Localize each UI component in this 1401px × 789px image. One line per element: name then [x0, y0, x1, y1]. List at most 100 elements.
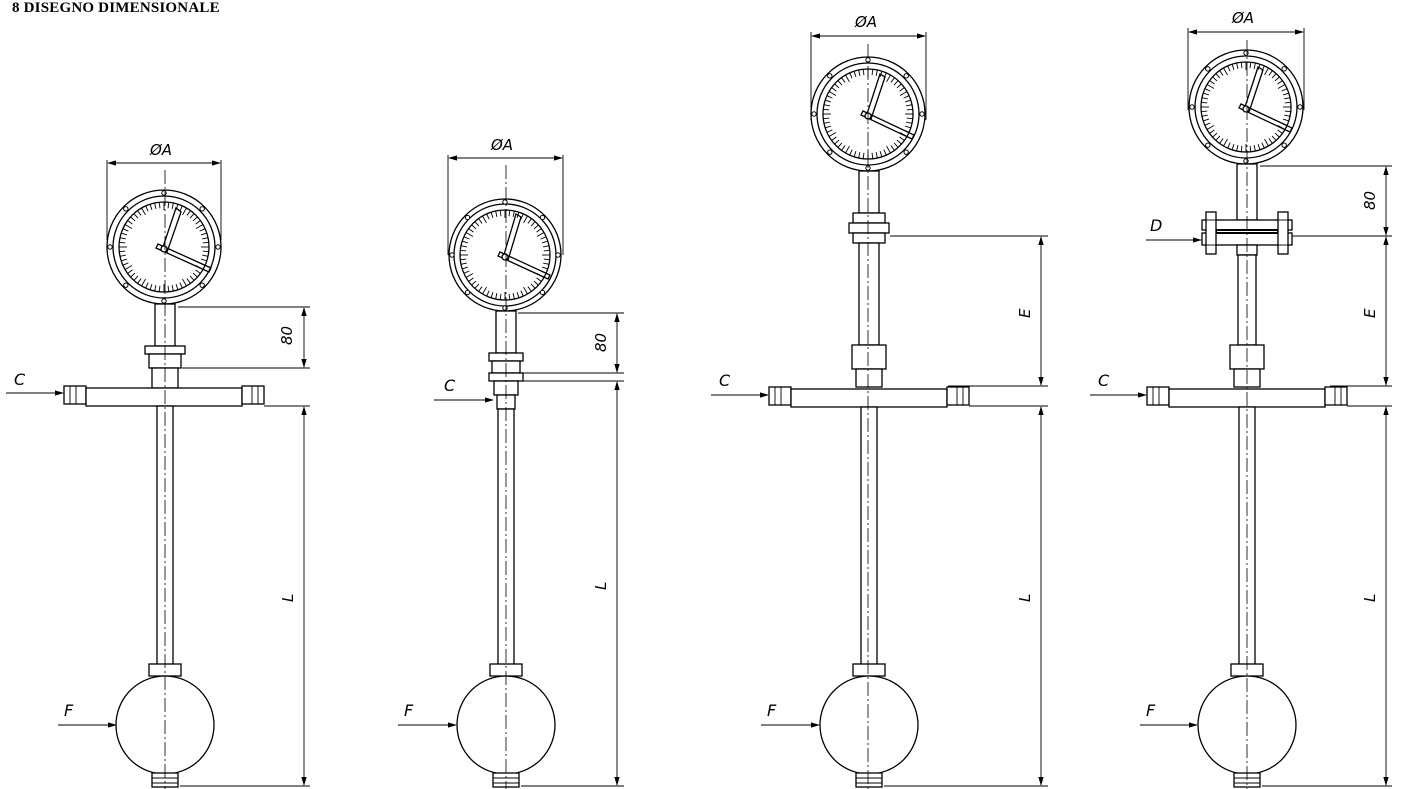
- gauge-tick: [130, 272, 136, 278]
- gauge-tick: [906, 104, 913, 107]
- gauge-tick: [849, 72, 853, 79]
- bezel-bolt: [903, 149, 909, 155]
- gauge-tick: [1271, 135, 1277, 141]
- flange: [768, 386, 970, 408]
- gauge-tick: [179, 282, 183, 289]
- gauge-tick: [893, 142, 899, 148]
- gauge-tick: [845, 145, 850, 154]
- gauge-tick: [825, 99, 832, 103]
- gauge-tick: [122, 228, 129, 232]
- gauge-tick: [465, 232, 474, 237]
- gauge-tick: [849, 149, 853, 156]
- gauge-tick: [1282, 118, 1289, 122]
- gauge-tick: [1284, 114, 1291, 117]
- bezel-bolt: [1281, 66, 1287, 72]
- bezel-bolt: [161, 190, 167, 196]
- gauge-tick: [141, 207, 146, 216]
- gauge-tick: [486, 290, 490, 297]
- gauge-tick: [119, 237, 126, 240]
- diameter-dimension: ØA: [810, 13, 927, 120]
- gauge-tick: [520, 213, 524, 220]
- gauge-tick: [896, 83, 902, 89]
- gauge-tick: [1223, 67, 1228, 76]
- gauge-bezel-bolts: [811, 57, 925, 171]
- float-label: F: [767, 701, 777, 720]
- bezel-bolt: [123, 282, 129, 288]
- gauge-tick: [1227, 65, 1231, 72]
- gauge-tick: [1274, 132, 1280, 138]
- gauge-tick: [474, 221, 480, 227]
- gauge-tick: [886, 145, 891, 154]
- diameter-label: ØA: [149, 141, 172, 159]
- gauge-tick: [1227, 142, 1231, 149]
- bezel-bolt: [215, 244, 221, 250]
- gauge-tick: [137, 278, 142, 284]
- gauge-tick: [463, 270, 470, 274]
- gauge-tick: [875, 69, 878, 76]
- bezel-bolt: [1205, 142, 1211, 148]
- bezel-bolt: [1297, 104, 1303, 110]
- gauge-tick: [858, 152, 861, 159]
- bezel-bolt: [464, 214, 471, 221]
- gauge-tick: [826, 129, 833, 133]
- gauge-tick: [837, 142, 843, 148]
- gauge-tick: [121, 232, 128, 236]
- gauge-tick: [828, 91, 837, 96]
- gauge-tick: [1236, 145, 1239, 152]
- gauge-tick: [460, 249, 467, 252]
- bezel-bolt: [1189, 104, 1195, 110]
- pressure-gauge: [448, 198, 562, 312]
- gauge-tick: [1268, 70, 1273, 76]
- gauge-tick: [463, 236, 470, 240]
- gauge-tick: [202, 250, 209, 253]
- gauge-tick: [896, 139, 902, 145]
- gauge-tick: [530, 283, 536, 289]
- gauge-tick: [862, 152, 865, 159]
- view-4: ØA D: [1090, 9, 1392, 789]
- gauge-tick: [471, 224, 477, 230]
- gauge-tick: [903, 95, 910, 99]
- bezel-bolt: [919, 111, 925, 117]
- gauge-tick: [543, 262, 550, 265]
- gauge-tick: [158, 202, 161, 209]
- gauge-tick: [145, 205, 149, 212]
- gauge-tick: [121, 258, 128, 262]
- bezel-bolt: [1281, 142, 1287, 148]
- gauge-tick: [523, 286, 528, 295]
- bezel-bolt: [161, 298, 167, 304]
- gauge-tick: [200, 232, 207, 236]
- gauge-tick: [1282, 92, 1289, 96]
- bezel-bolt: [502, 305, 508, 311]
- bezel-bolt: [1243, 50, 1249, 56]
- gauge-tick: [1264, 67, 1269, 76]
- bezel-bolt: [539, 214, 546, 221]
- gauge-tick: [195, 224, 204, 229]
- gauge-tick: [462, 266, 469, 270]
- gauge-tick: [1261, 142, 1265, 149]
- diameter-dimension: ØA: [106, 141, 222, 240]
- gauge-tick: [145, 282, 149, 289]
- gauge-tick: [460, 258, 467, 261]
- gauge-tick: [124, 224, 133, 229]
- gauge-tick: [536, 277, 542, 282]
- gauge-tick: [490, 291, 494, 298]
- gauge-tick: [520, 290, 524, 297]
- gauge-tick: [543, 249, 550, 252]
- gauge-tick: [841, 77, 846, 83]
- length-label: L: [592, 582, 610, 590]
- bezel-bolt: [903, 73, 909, 79]
- diameter-dimension: ØA: [447, 136, 564, 255]
- bezel-bolt: [1243, 158, 1249, 164]
- gauge-tick: [119, 241, 126, 244]
- gauge-tick: [1219, 70, 1224, 76]
- gauge-tick: [541, 266, 548, 270]
- gauge-tick: [512, 293, 515, 300]
- gauge-tick: [1253, 62, 1256, 69]
- height-dimension: 80: [1260, 165, 1392, 237]
- gauge-tick: [1203, 118, 1210, 122]
- gauge-tick: [1253, 145, 1256, 152]
- flange-label: C: [14, 370, 26, 389]
- gauge-tick: [1231, 64, 1235, 71]
- gauge-tick: [1284, 101, 1291, 104]
- gauge-tick: [831, 87, 837, 92]
